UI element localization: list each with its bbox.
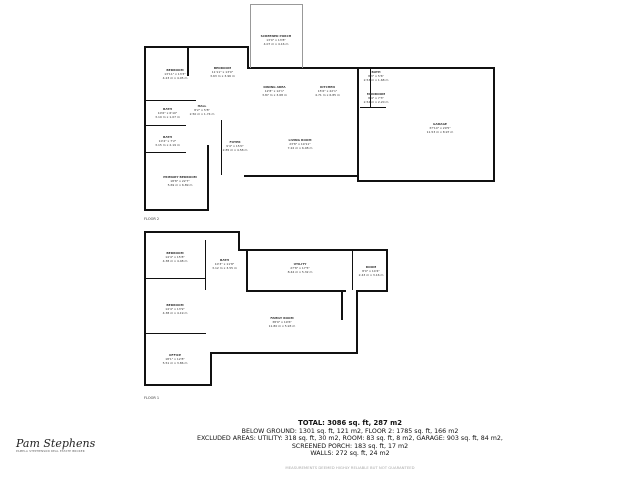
area-line: SCREENED PORCH: 183 sq. ft, 17 m2 xyxy=(291,442,409,450)
signature: Pam Stephens xyxy=(16,437,96,450)
area-line: BELOW GROUND: 1301 sq. ft, 121 m2, FLOOR… xyxy=(241,427,459,435)
area-summary: TOTAL: 3086 sq. ft, 287 m2 BELOW GROUND:… xyxy=(150,419,550,471)
floor-1-label: FLOOR 1 xyxy=(144,396,160,400)
tagline: PAMELA STEPHENSON REAL ESTATE BROKER xyxy=(16,450,85,453)
disclaimer: MEASUREMENTS DEEMED HIGHLY RELIABLE BUT … xyxy=(285,464,415,470)
area-line: EXCLUDED AREAS: UTILITY: 318 sq. ft, 30 … xyxy=(197,435,503,442)
area-line: WALLS: 272 sq. ft, 24 m2 xyxy=(310,450,390,457)
total-area: TOTAL: 3086 sq. ft, 287 m2 xyxy=(298,419,402,427)
floor-2-label: FLOOR 2 xyxy=(144,217,160,221)
brand-logo: Pam Stephens PAMELA STEPHENSON REAL ESTA… xyxy=(16,437,95,453)
